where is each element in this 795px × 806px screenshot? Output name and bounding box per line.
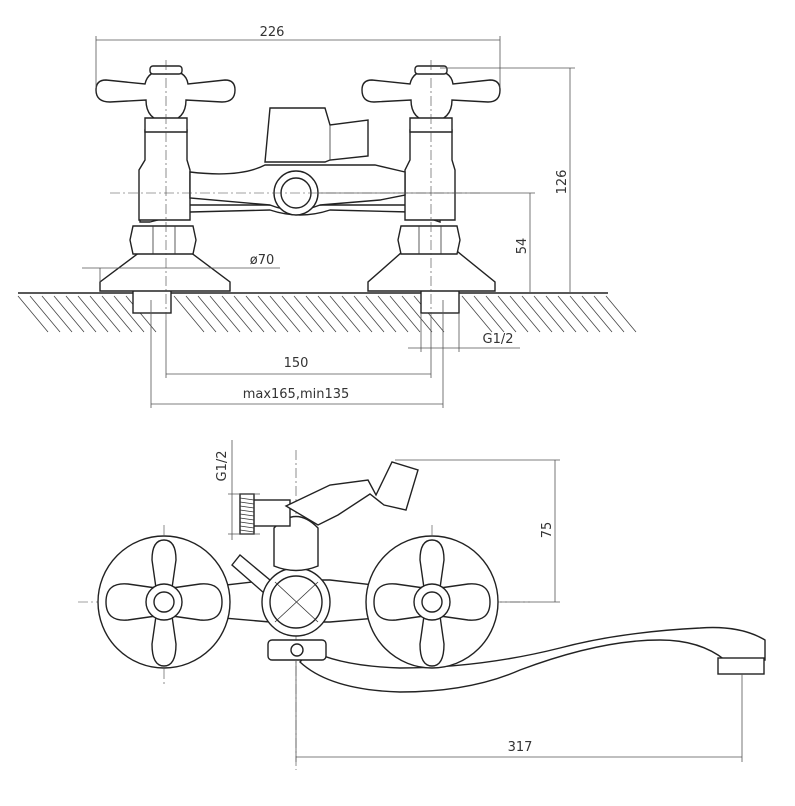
dim-label-g12-front: G1/2 <box>483 332 514 347</box>
dim-flange-diameter: ø70 <box>82 253 280 282</box>
dim-overall-width: 226 <box>95 25 501 88</box>
dim-label-range: max165,min135 <box>243 387 350 402</box>
dim-label-o70: ø70 <box>250 253 275 268</box>
left-cross-handle <box>95 69 236 123</box>
spout-aerator <box>717 657 765 675</box>
top-view: G1/2 75 317 <box>78 440 766 770</box>
left-flange <box>99 251 231 292</box>
mixing-lever <box>264 107 369 163</box>
front-view: 226 126 54 ø70 G1/2 <box>17 25 637 408</box>
right-valve-column <box>404 129 456 221</box>
left-valve-column <box>138 129 191 221</box>
dim-inlet-spacing: 150 <box>165 320 432 378</box>
right-hex-nut <box>397 225 461 255</box>
dim-label-126: 126 <box>555 170 570 195</box>
dim-height: 126 <box>440 67 575 293</box>
dim-label-54: 54 <box>515 238 530 255</box>
dim-label-226: 226 <box>260 25 285 40</box>
right-flange <box>367 251 496 292</box>
dim-handle-height: 75 <box>395 459 560 603</box>
wall-hatch <box>17 295 637 333</box>
dim-label-150: 150 <box>284 356 309 371</box>
dim-thread-front: G1/2 <box>408 313 520 352</box>
dim-inlet-height: 54 <box>318 192 535 293</box>
spout <box>299 626 766 693</box>
dim-thread-side: G1/2 <box>215 440 260 540</box>
dim-label-75: 75 <box>540 522 555 539</box>
left-hex-nut <box>129 225 197 255</box>
dim-label-g12-side: G1/2 <box>215 451 230 482</box>
shower-lever <box>284 461 419 526</box>
dim-inlet-range: max165,min135 <box>150 300 444 408</box>
shower-body <box>249 499 291 527</box>
dim-label-317: 317 <box>508 740 533 755</box>
dim-spout-reach: 317 <box>295 660 743 762</box>
